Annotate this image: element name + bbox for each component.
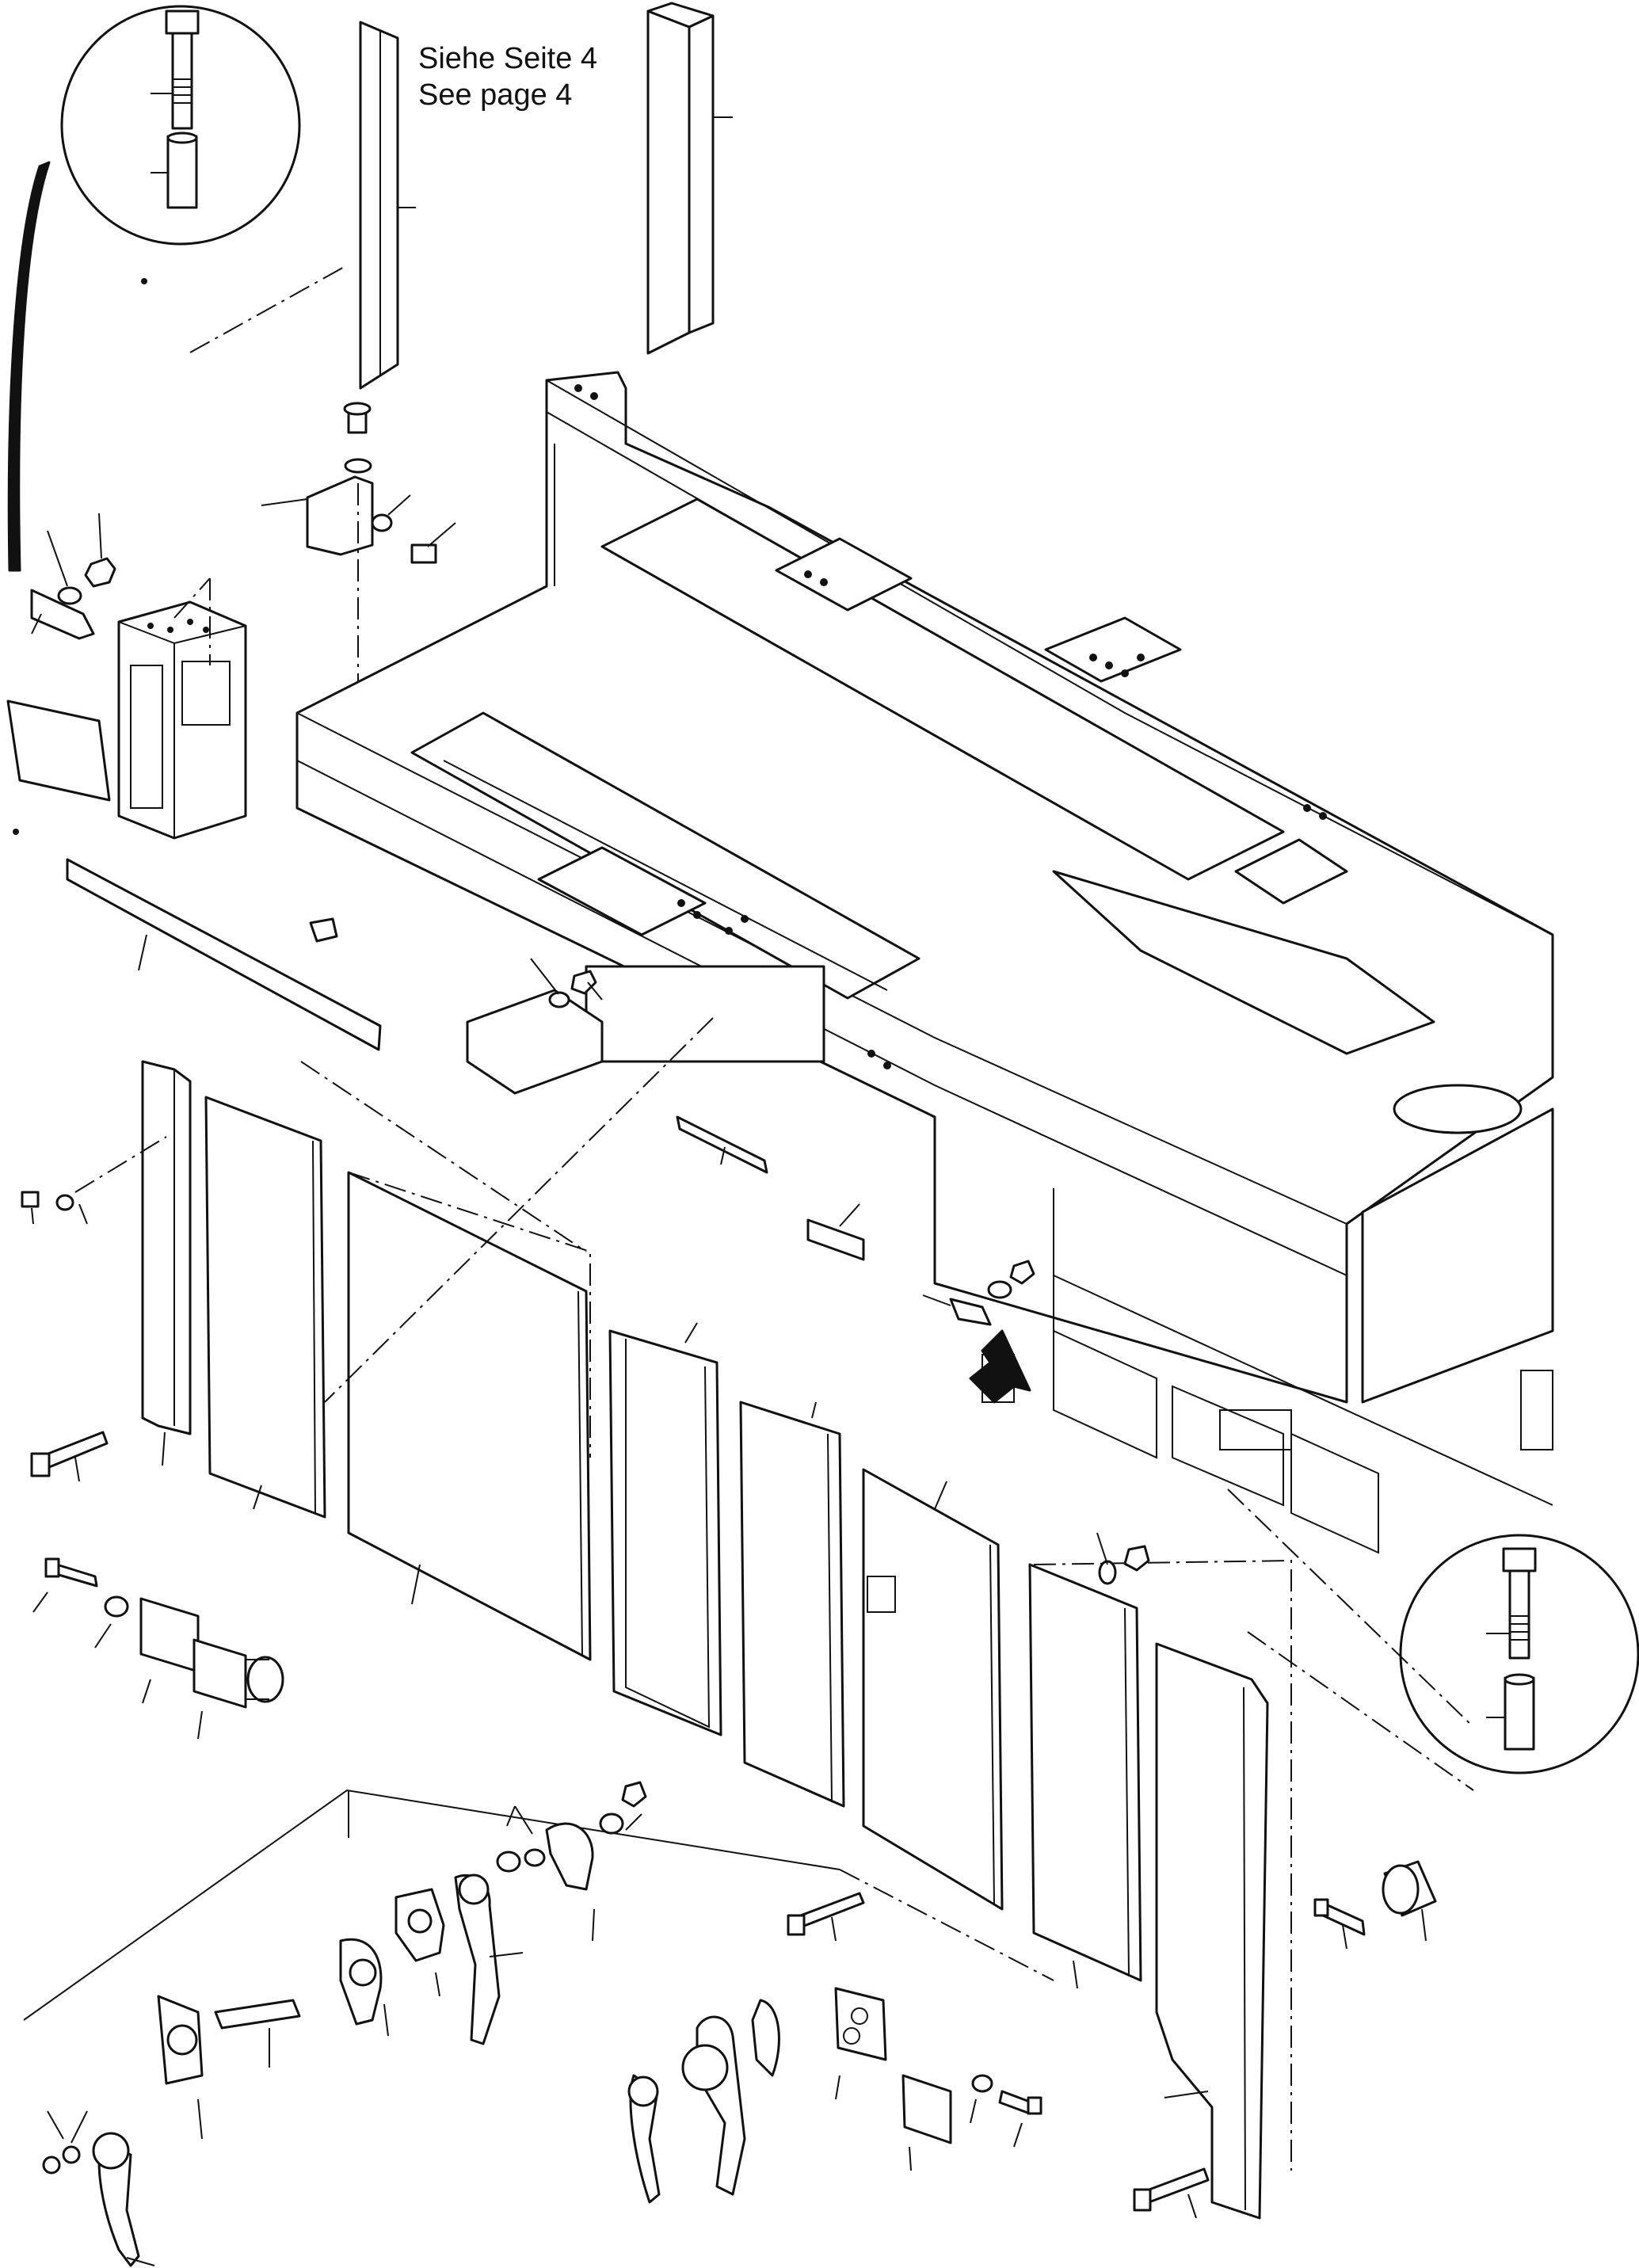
dot-marker <box>13 829 19 835</box>
rubber-buffer <box>1313 1860 1437 1950</box>
small-bracket-center <box>466 958 604 1095</box>
assembly-leader-lines <box>300 1017 1474 1981</box>
detail-callout-arrow <box>7 161 51 572</box>
mount-bracket <box>261 402 456 689</box>
side-panel-5-door <box>862 1468 1004 1911</box>
dot-marker <box>141 278 147 284</box>
direction-arrow <box>969 1329 1031 1404</box>
upright-channel <box>141 1060 192 1466</box>
left-end-frame <box>117 577 247 840</box>
clip-bracket-left <box>30 513 116 640</box>
door-lock-assembly-right <box>627 1999 780 2204</box>
detail-circle-top-left <box>60 5 301 246</box>
bolt-washer-left <box>21 1136 167 1225</box>
detail-circle-right <box>1399 1534 1639 1774</box>
note-german: Siehe Seite 4 <box>418 42 598 75</box>
mounting-plates-right <box>834 1987 1042 2171</box>
side-panel-6 <box>1028 1559 1292 2171</box>
cover-plate-left <box>6 699 111 802</box>
vertical-column-left <box>189 21 416 390</box>
small-strip-bracket <box>309 917 865 1261</box>
side-panel-3 <box>608 1322 722 1736</box>
mounting-plates-left <box>32 1557 284 1740</box>
washer-nut-right <box>1096 1532 1150 1585</box>
side-panel-2-large <box>347 1171 592 1661</box>
nut-washer-center-right <box>922 1260 1035 1326</box>
vertical-column-right <box>646 2 733 355</box>
long-strip-bracket <box>66 858 382 1051</box>
long-bolt-left <box>30 1431 109 1482</box>
long-bolt-bottom-right <box>1133 2167 1210 2219</box>
note-english: See page 4 <box>418 78 573 112</box>
side-panel-1 <box>204 1096 326 1519</box>
bolt-center-lower <box>787 1892 865 1942</box>
side-panel-7-tapered <box>1155 1642 1269 2220</box>
door-lock-assembly-left <box>23 1781 840 2267</box>
main-chassis-frame <box>295 371 1554 1554</box>
side-panel-4 <box>739 1401 845 1808</box>
